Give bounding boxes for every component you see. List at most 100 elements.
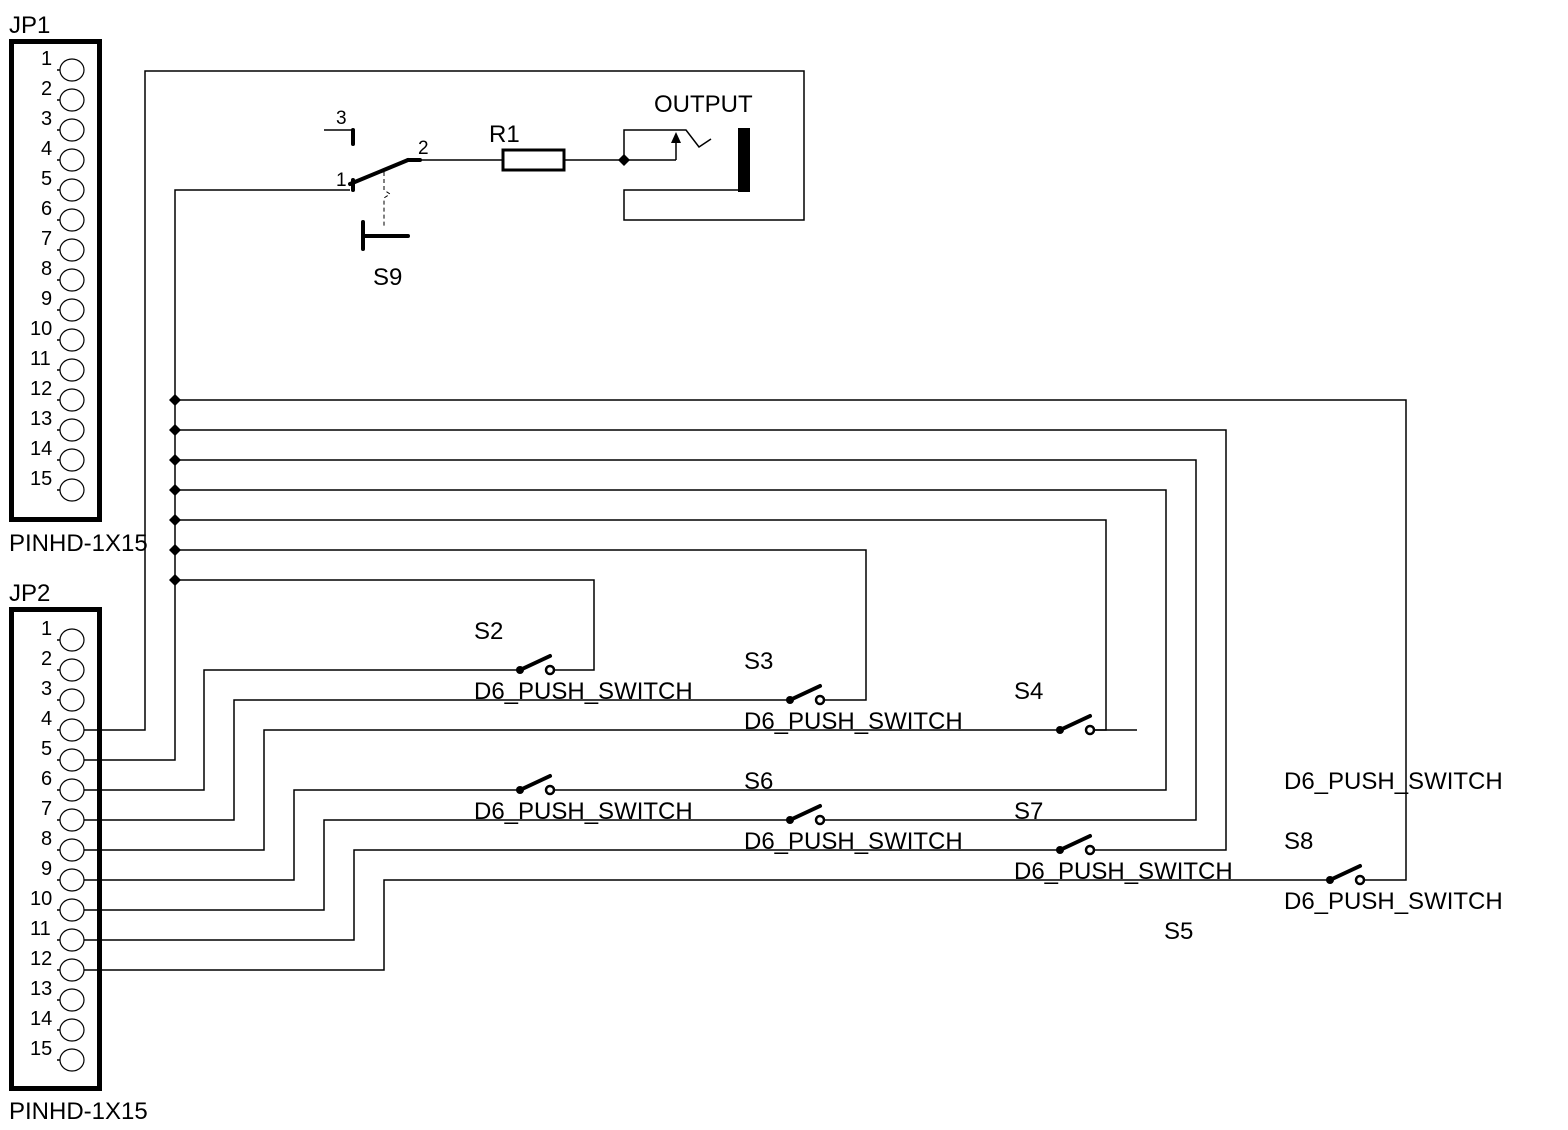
switch-lever <box>788 684 822 702</box>
pin-number: 7 <box>41 798 52 820</box>
junction-dot <box>169 424 181 436</box>
pin-number: 4 <box>41 708 52 730</box>
resistor-r1: R1 <box>489 121 566 172</box>
pin-9: 9 <box>41 858 85 892</box>
s3-value-label: D6_PUSH_SWITCH <box>744 708 963 735</box>
junctions <box>169 154 630 586</box>
pin-number: 8 <box>41 828 52 850</box>
wire-jack-tip <box>623 129 712 160</box>
pin-pad <box>59 298 85 322</box>
pin-pad <box>59 238 85 262</box>
pin-pad <box>59 718 85 742</box>
pin-number: 14 <box>30 438 52 460</box>
pin-pad <box>59 928 85 952</box>
switch-contact-right <box>544 784 556 796</box>
pin-4: 4 <box>41 708 85 742</box>
pin-7: 7 <box>41 798 85 832</box>
switch-contact-right <box>544 664 556 676</box>
pin-number: 1 <box>41 48 52 70</box>
pin-pad <box>59 88 85 112</box>
switch-contact-right <box>1084 724 1096 736</box>
pin-10: 10 <box>30 888 85 922</box>
pin-pad <box>59 388 85 412</box>
s4-ref-label: S4 <box>1014 678 1043 705</box>
wire-jp2-6-s2 <box>84 669 518 791</box>
pin-number: 11 <box>30 348 51 370</box>
wire-jp2-5-common <box>84 189 350 761</box>
wire-bus-s7 <box>175 429 1227 851</box>
pin-number: 6 <box>41 198 52 220</box>
pin-13: 13 <box>30 978 85 1012</box>
jack-tip-arrow <box>671 132 681 143</box>
junction-dot <box>169 574 181 586</box>
pin-12: 12 <box>30 948 85 982</box>
jack-ref-label: OUTPUT <box>654 91 753 118</box>
s9-actuator-link <box>383 172 391 226</box>
pin-pad <box>59 268 85 292</box>
output-jack: OUTPUT <box>654 91 753 192</box>
pin-14: 14 <box>30 438 85 472</box>
s6-value-label: D6_PUSH_SWITCH <box>744 828 963 855</box>
jp1-value-label: PINHD-1X15 <box>9 530 148 557</box>
junction-dot <box>169 514 181 526</box>
wire-jp2-9-s5 <box>84 789 518 881</box>
pin-number: 15 <box>30 468 52 490</box>
wires <box>84 70 1407 971</box>
pin-pad <box>59 58 85 82</box>
pin-11: 11 <box>30 918 85 952</box>
pin-pad <box>59 448 85 472</box>
pin-number: 5 <box>41 738 52 760</box>
s6-ref-label: S6 <box>744 768 773 795</box>
wire-jp2-12-s8 <box>84 879 1328 971</box>
junction-dot <box>169 544 181 556</box>
wire-jp2-10-s6 <box>84 819 788 911</box>
pin-number: 15 <box>30 1038 52 1060</box>
pin-number: 9 <box>41 288 52 310</box>
push-switch-s3 <box>786 684 826 706</box>
switch-lever <box>788 804 822 822</box>
jp1-ref-label: JP1 <box>9 12 50 39</box>
pin-number: 3 <box>41 678 52 700</box>
push-switches <box>516 654 1366 886</box>
s9-pin3-label: 3 <box>336 108 347 129</box>
switch-lever <box>518 774 552 792</box>
switch-contact-right <box>814 694 826 706</box>
pin-13: 13 <box>30 408 85 442</box>
jack-sleeve-bar <box>738 128 750 192</box>
wire-bus-s8 <box>175 399 1407 881</box>
toggle-switch-s9: 3 2 1 S9 <box>324 108 429 291</box>
wire-jp2-4-output <box>84 70 805 731</box>
pin-pad <box>59 328 85 352</box>
pin-pad <box>59 808 85 832</box>
pin-pad <box>59 628 85 652</box>
jp2-ref-label: JP2 <box>9 580 50 607</box>
junction-dot <box>169 454 181 466</box>
pin-pad <box>59 178 85 202</box>
pin-8: 8 <box>41 828 85 862</box>
pin-pad <box>59 358 85 382</box>
wire-jp2-8-s4 <box>84 729 1058 851</box>
push-switch-labels: S2 D6_PUSH_SWITCH S3 D6_PUSH_SWITCH S4 D… <box>474 618 1503 945</box>
wire-bus-s2 <box>175 579 595 671</box>
wire-bus-s3 <box>175 549 867 701</box>
switch-lever <box>1058 714 1092 732</box>
pin-pad <box>59 958 85 982</box>
pin-3: 3 <box>41 678 85 712</box>
push-switch-s6 <box>786 804 826 826</box>
s2-value-label: D6_PUSH_SWITCH <box>474 678 693 705</box>
pin-15: 15 <box>30 468 85 502</box>
pin-5: 5 <box>41 738 85 772</box>
s8-value-label: D6_PUSH_SWITCH <box>1284 888 1503 915</box>
s7-ref-label: S7 <box>1014 798 1043 825</box>
pin-10: 10 <box>30 318 85 352</box>
s9-ref-label: S9 <box>373 264 402 291</box>
s9-pin2-label: 2 <box>418 138 429 159</box>
s9-lever <box>348 158 410 186</box>
s2-ref-label: S2 <box>474 618 503 645</box>
switch-contact-right <box>1354 874 1366 886</box>
s5-value-label: D6_PUSH_SWITCH <box>474 798 693 825</box>
pin-pad <box>59 148 85 172</box>
pin-pad <box>59 118 85 142</box>
pin-number: 8 <box>41 258 52 280</box>
junction-dot <box>169 484 181 496</box>
